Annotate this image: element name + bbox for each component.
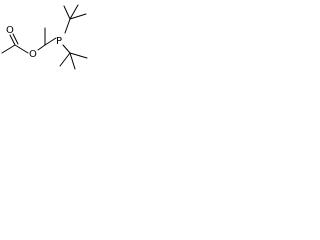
upper-tbutyl-branch-up bbox=[69, 4, 79, 20]
phosphorus-upper-tbutyl-bond bbox=[64, 18, 71, 34]
lower-tbutyl-branch-left bbox=[59, 52, 71, 67]
acetyl-methyl-bond bbox=[1, 44, 16, 54]
carbonyl-double-bond-a bbox=[9, 34, 16, 46]
upper-tbutyl-branch-right bbox=[69, 13, 87, 20]
carbonyl-double-bond-b bbox=[12, 33, 19, 45]
molecule-structure-diagram: O O P bbox=[1, 4, 88, 70]
carbonyl-ester-oxygen-bond bbox=[14, 44, 29, 54]
lower-tbutyl-branch-down bbox=[69, 52, 76, 70]
methine-phosphorus-bond bbox=[44, 37, 57, 46]
phosphorus-lower-tbutyl-bond bbox=[62, 44, 71, 54]
ester-oxygen-label: O bbox=[29, 49, 37, 60]
phosphorus-label: P bbox=[56, 36, 62, 47]
upper-tbutyl-branch-left bbox=[63, 5, 71, 20]
carbonyl-oxygen-label: O bbox=[6, 25, 14, 36]
lower-tbutyl-branch-right bbox=[69, 52, 88, 59]
ester-oxygen-methine-bond bbox=[37, 44, 46, 51]
